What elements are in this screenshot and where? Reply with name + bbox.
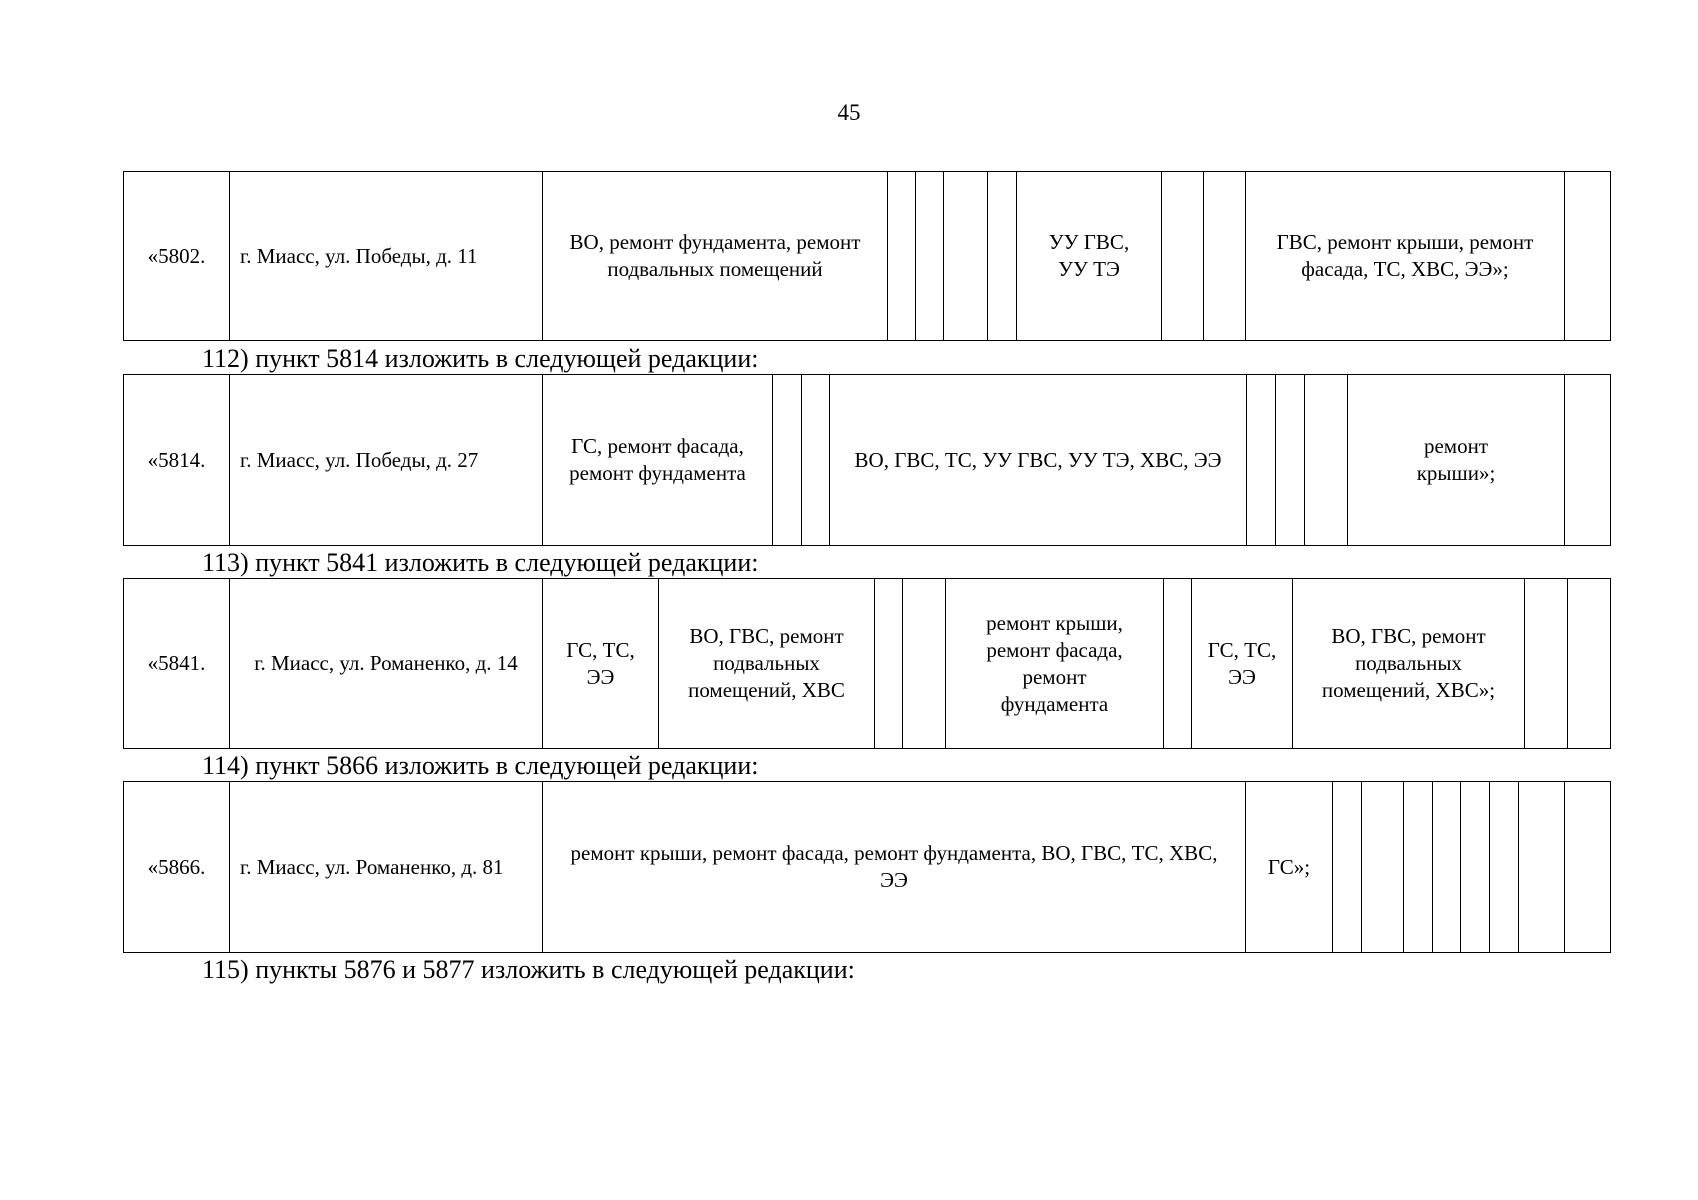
table-cell: ремонт крыши, ремонт фасада, ремонт фунд… bbox=[542, 782, 1245, 952]
table-cell bbox=[1161, 172, 1203, 340]
table-cell: ВО, ГВС, ремонт подвальных помещений, ХВ… bbox=[658, 579, 874, 748]
table-cell: ремонт крыши»; bbox=[1347, 375, 1564, 545]
table-cell-number: «5814. bbox=[147, 447, 206, 472]
section-heading: 112) пункт 5814 изложить в следующей ред… bbox=[202, 344, 759, 373]
table-cell bbox=[1564, 172, 1612, 340]
table-cell: ГС, ТС, ЭЭ bbox=[542, 579, 658, 748]
table-cell bbox=[1304, 375, 1347, 545]
table-cell: ВО, ГВС, ТС, УУ ГВС, УУ ТЭ, ХВС, ЭЭ bbox=[829, 375, 1246, 545]
table-cell bbox=[1163, 579, 1191, 748]
table-cell: УУ ГВС, УУ ТЭ bbox=[1016, 172, 1161, 340]
table-cell bbox=[1246, 375, 1275, 545]
table-cell bbox=[1489, 782, 1518, 952]
table-cell bbox=[1275, 375, 1304, 545]
table-cell bbox=[1518, 782, 1564, 952]
table-cell: ГС, ТС, ЭЭ bbox=[1191, 579, 1292, 748]
table-5841: «5841. г. Миасс, ул. Романенко, д. 14 ГС… bbox=[123, 578, 1611, 749]
table-cell-address: г. Миасс, ул. Победы, д. 27 bbox=[229, 375, 542, 545]
table-cell: ГС, ремонт фасада, ремонт фундамента bbox=[542, 375, 772, 545]
table-cell: ВО, ремонт фундамента, ремонт подвальных… bbox=[542, 172, 887, 340]
table-cell bbox=[874, 579, 902, 748]
table-cell bbox=[1564, 375, 1612, 545]
table-cell bbox=[902, 579, 945, 748]
table-cell bbox=[887, 172, 915, 340]
table-cell bbox=[1432, 782, 1460, 952]
table-cell bbox=[1332, 782, 1361, 952]
table-cell-address: г. Миасс, ул. Победы, д. 11 bbox=[229, 172, 542, 340]
table-cell bbox=[1203, 172, 1245, 340]
table-cell bbox=[1460, 782, 1489, 952]
table-cell: ГВС, ремонт крыши, ремонт фасада, ТС, ХВ… bbox=[1245, 172, 1564, 340]
table-cell bbox=[987, 172, 1016, 340]
table-cell bbox=[1567, 579, 1612, 748]
table-cell bbox=[772, 375, 801, 545]
table-cell bbox=[943, 172, 987, 340]
table-cell-number: «5841. bbox=[147, 651, 206, 675]
table-cell bbox=[1524, 579, 1567, 748]
table-cell bbox=[801, 375, 829, 545]
table-5814: «5814. г. Миасс, ул. Победы, д. 27 ГС, р… bbox=[123, 374, 1611, 546]
table-cell: ВО, ГВС, ремонт подвальных помещений, ХВ… bbox=[1292, 579, 1524, 748]
table-cell: ГС»; bbox=[1245, 782, 1332, 952]
table-cell-address: г. Миасс, ул. Романенко, д. 14 bbox=[229, 579, 542, 748]
table-cell bbox=[915, 172, 943, 340]
table-cell-address: г. Миасс, ул. Романенко, д. 81 bbox=[229, 782, 542, 952]
section-heading: 115) пункты 5876 и 5877 изложить в следу… bbox=[202, 955, 855, 984]
table-cell-number: «5866. bbox=[147, 854, 206, 879]
page-number: 45 bbox=[837, 100, 861, 125]
table-cell-number: «5802. bbox=[147, 243, 206, 268]
table-cell bbox=[1361, 782, 1403, 952]
table-cell bbox=[1564, 782, 1612, 952]
table-5866: «5866. г. Миасс, ул. Романенко, д. 81 ре… bbox=[123, 781, 1611, 953]
table-cell: ремонт крыши, ремонт фасада, ремонт фунд… bbox=[945, 579, 1163, 748]
table-5802: «5802. г. Миасс, ул. Победы, д. 11 ВО, р… bbox=[123, 171, 1611, 341]
table-cell bbox=[1403, 782, 1432, 952]
section-heading: 113) пункт 5841 изложить в следующей ред… bbox=[202, 548, 759, 577]
section-heading: 114) пункт 5866 изложить в следующей ред… bbox=[202, 751, 759, 780]
